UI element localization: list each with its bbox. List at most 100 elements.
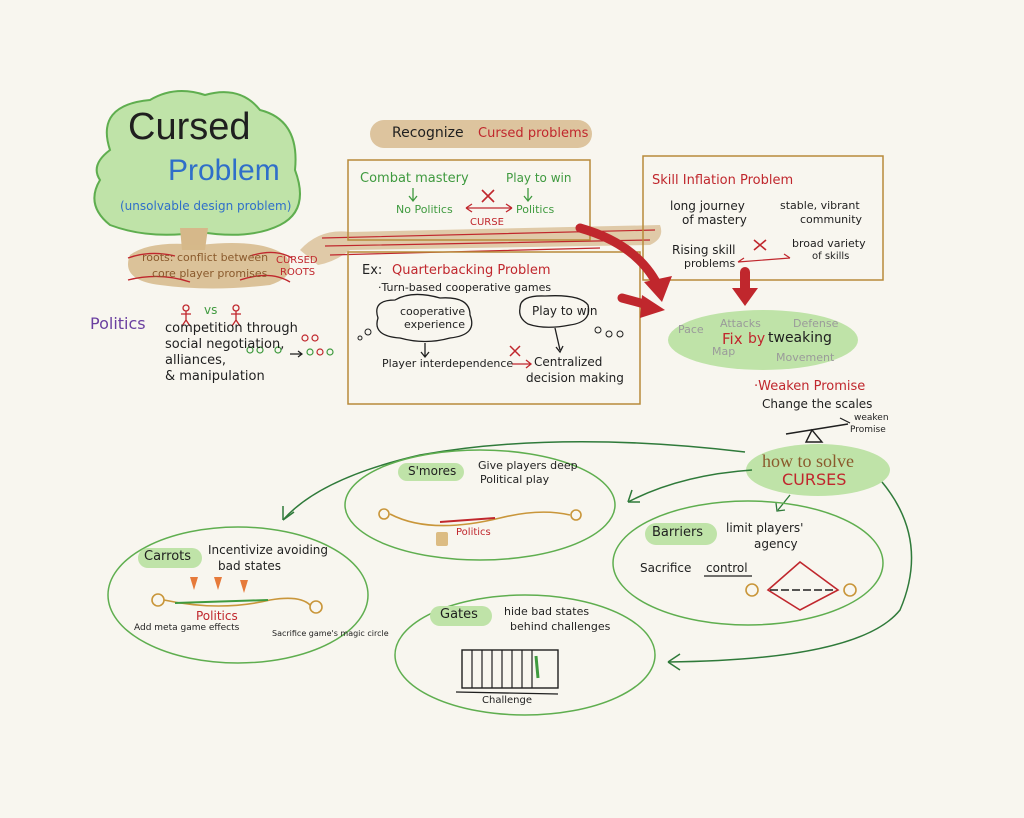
barriers-start-icon bbox=[745, 583, 759, 597]
tree-canopy bbox=[93, 90, 301, 236]
politics-line1: competition through bbox=[165, 321, 298, 336]
barriers-label-bg bbox=[645, 523, 717, 545]
cursed-roots-line1: CURSED bbox=[276, 255, 318, 266]
skill-x bbox=[753, 239, 767, 251]
person-icon-red bbox=[182, 304, 190, 312]
smores-ellipse bbox=[344, 449, 616, 561]
carrots-label: Carrots bbox=[144, 549, 192, 564]
skill-left1: long journey bbox=[670, 199, 745, 213]
politics-line4: & manipulation bbox=[165, 369, 265, 384]
qb-conflict-arrow bbox=[512, 359, 533, 369]
combat-curse-arrow bbox=[465, 203, 513, 213]
arc-to-smores bbox=[627, 469, 753, 503]
fix-defense: Defense bbox=[793, 317, 839, 330]
scale-label2: Promise bbox=[850, 425, 886, 435]
fix-movement: Movement bbox=[776, 351, 835, 364]
tree-title-line1: Cursed bbox=[128, 106, 251, 148]
combat-x bbox=[481, 189, 495, 203]
smores-politics: Politics bbox=[456, 527, 491, 538]
carrot-icon-3 bbox=[240, 580, 248, 593]
cursed-roots-line2: ROOTS bbox=[280, 267, 316, 278]
barriers-ellipse bbox=[612, 500, 884, 626]
qb-right-result1: Centralized bbox=[534, 355, 603, 369]
gates-label-bg bbox=[430, 606, 492, 626]
carrots-text1: Incentivize avoiding bbox=[208, 543, 329, 557]
alliance-icons bbox=[246, 334, 334, 358]
skill-left2: of mastery bbox=[682, 213, 747, 227]
carrots-start-icon bbox=[151, 593, 165, 607]
weaken-sub: Change the scales bbox=[762, 397, 873, 411]
carrots-bottom-left: Add meta game effects bbox=[134, 623, 240, 633]
qb-bubble-right: Play to win bbox=[532, 304, 598, 318]
combat-right-sub: Politics bbox=[516, 203, 555, 216]
fix-tweaking: tweaking bbox=[768, 330, 832, 346]
combat-box bbox=[347, 159, 591, 241]
scale-fulcrum bbox=[804, 428, 824, 443]
person-icon-red-body bbox=[181, 311, 191, 327]
recognize-banner-bg bbox=[370, 120, 592, 148]
smores-sandwich-icon bbox=[436, 532, 448, 546]
weaken-title: ·Weaken Promise bbox=[754, 379, 866, 394]
qb-down-arrow-left bbox=[420, 343, 430, 359]
roots-lines bbox=[127, 251, 293, 283]
combat-curse: CURSE bbox=[470, 217, 504, 228]
arc-to-gates bbox=[667, 481, 913, 663]
smores-text1: Give players deep bbox=[478, 459, 578, 472]
qb-sub: ·Turn-based cooperative games bbox=[378, 281, 552, 294]
carrots-bottom-right: Sacrifice game's magic circle bbox=[272, 629, 389, 638]
scale-pointer bbox=[839, 417, 851, 424]
qb-x bbox=[509, 345, 521, 357]
qb-left-result: Player interdependence bbox=[382, 357, 514, 370]
smores-end-icon bbox=[570, 509, 582, 521]
skill-right2: community bbox=[800, 213, 863, 226]
gates-text2: behind challenges bbox=[510, 620, 611, 633]
recognize-banner: Recognize bbox=[392, 125, 464, 141]
red-arrow-from-combat-head bbox=[644, 276, 672, 302]
smores-label-bg bbox=[398, 463, 464, 481]
skill-conflict-arrow bbox=[737, 253, 791, 263]
barriers-text1: limit players' bbox=[726, 521, 804, 535]
gates-text1: hide bad states bbox=[504, 605, 590, 618]
gates-fence-bars bbox=[471, 650, 533, 688]
roots-line1: roots: conflict between bbox=[142, 251, 269, 264]
carrots-label-bg bbox=[138, 548, 202, 568]
gates-underline bbox=[455, 691, 559, 695]
qb-thought-dot-1 bbox=[364, 328, 372, 336]
fix-pace: Pace bbox=[678, 323, 704, 336]
scale-beam bbox=[785, 423, 849, 435]
carrot-icon-2 bbox=[214, 577, 222, 590]
carrot-icon-1 bbox=[190, 577, 198, 590]
skill-right3: broad variety bbox=[792, 237, 866, 250]
red-arrow-from-qb-head bbox=[640, 295, 665, 318]
gates-fence bbox=[461, 649, 559, 689]
barriers-sacrifice: Sacrifice bbox=[640, 561, 692, 575]
tree-title-line2: Problem bbox=[168, 154, 280, 187]
fix-by: by bbox=[748, 331, 766, 347]
how-blob bbox=[746, 444, 890, 496]
qb-title: Quarterbacking Problem bbox=[392, 263, 551, 278]
red-arrow-from-skill-head bbox=[732, 288, 758, 306]
smores-path bbox=[389, 511, 571, 527]
carrots-politics-line bbox=[174, 599, 269, 604]
qb-box bbox=[347, 251, 641, 405]
politics-line2: social negotiation, bbox=[165, 337, 285, 352]
qb-down-arrow-right bbox=[554, 327, 564, 354]
combat-down-arrow-right bbox=[523, 188, 533, 203]
barriers-control: control bbox=[706, 561, 748, 575]
combat-left: Combat mastery bbox=[360, 171, 469, 186]
arc-to-smores-head bbox=[627, 489, 640, 503]
gates-challenge: Challenge bbox=[482, 695, 532, 706]
combat-down-arrow-left bbox=[408, 188, 418, 203]
barriers-text2: agency bbox=[754, 537, 798, 551]
qb-bubble-right bbox=[519, 295, 590, 328]
fix-fix: Fix bbox=[722, 330, 743, 348]
person-icon-red-2-body bbox=[231, 311, 241, 327]
qb-bubble-left1: cooperative bbox=[400, 305, 466, 318]
roots-line2: core player promises bbox=[152, 267, 268, 280]
politics-line3: alliances, bbox=[165, 353, 227, 368]
qb-bubble-left2: experience bbox=[404, 318, 465, 331]
qb-thought-dot-3 bbox=[594, 326, 602, 334]
skill-left4: problems bbox=[684, 257, 736, 270]
how-line1: how to solve bbox=[762, 451, 854, 471]
fix-map: Map bbox=[712, 345, 736, 358]
